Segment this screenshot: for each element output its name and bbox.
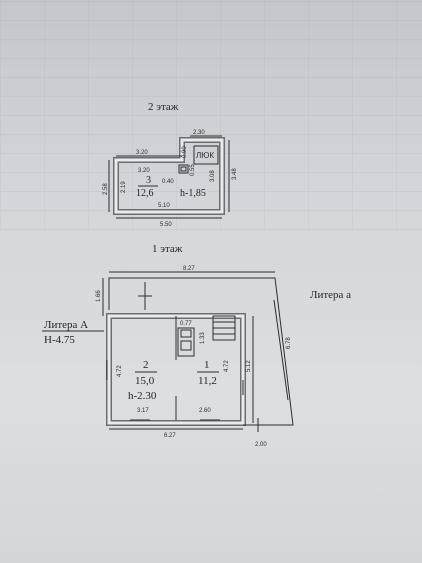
dim-notch: 0.90 (182, 146, 188, 158)
floor2-plan: ЛЮК (113, 137, 225, 215)
floor1-height: h-2.30 (128, 390, 157, 402)
litera-small-label: Литера а (310, 289, 351, 301)
dim-top-left: 3.20 (136, 150, 148, 156)
floor1-room-2: 2 15,0 h-2.30 (128, 359, 157, 402)
litera-a-label: Литера А (44, 319, 88, 331)
dim-bottom-left: 3.17 (137, 408, 149, 414)
dim-room2-h: 4.72 (117, 365, 123, 377)
dim-stairs-h: 1.33 (200, 332, 206, 344)
dim-left-inner: 2.19 (121, 181, 127, 193)
room1-area: 11,2 (198, 375, 217, 387)
dim-right-outer: 3.48 (232, 168, 238, 180)
dim-bottom-total: 6.27 (164, 433, 176, 439)
dim-inner-small-b: 0.40 (162, 179, 174, 185)
background-document (0, 0, 422, 230)
room2-area: 15,0 (135, 375, 155, 387)
floor1-dimensions: 8.27 1.66 0.77 1.33 4.72 4.72 5.12 6.78 … (96, 266, 292, 448)
room3-area: 12,6 (136, 188, 154, 199)
dim-top-right: 2.30 (193, 130, 205, 136)
dim-right-outer: 6.78 (286, 337, 292, 349)
dim-bottom: 5.50 (160, 222, 172, 228)
dim-bottom-right: 2.60 (199, 408, 211, 414)
hatch-box (193, 145, 219, 165)
dim-inner-top: 3.20 (138, 168, 150, 174)
stove-symbol (178, 164, 189, 174)
dim-left-outer: 2.58 (103, 183, 109, 195)
dim-right-inner: 3.08 (210, 170, 216, 182)
dim-inner-small-a: 0.55 (190, 164, 196, 176)
dim-room1-h: 4.72 (224, 360, 230, 372)
dim-small: 0.77 (180, 321, 192, 327)
dim-left-ext: 1.66 (96, 290, 102, 302)
stove (177, 327, 195, 357)
room2-number: 2 (143, 359, 149, 371)
dim-right-inner: 5.12 (246, 360, 252, 372)
hatch-label: ЛЮК (196, 151, 214, 160)
room1-number: 1 (204, 359, 210, 371)
floor2-height: h-1,85 (180, 188, 206, 199)
dim-ext-bottom: 2.00 (255, 442, 267, 448)
floor1-room-1: 1 11,2 (197, 359, 219, 387)
floor2-title: 2 этаж (148, 101, 179, 113)
litera-labels: Литера А H-4.75 Литера а (42, 289, 351, 346)
dim-inner-bottom: 5.10 (158, 203, 170, 209)
litera-a-height: H-4.75 (44, 334, 75, 346)
room3-number: 3 (146, 175, 151, 186)
floor2-room-3: 3 12,6 h-1,85 (136, 175, 206, 199)
floor1-title: 1 этаж (152, 243, 183, 255)
dim-top: 8.27 (183, 266, 195, 272)
floor2-dimensions: 2.30 3.20 3.20 0.90 0.55 0.40 2.58 2.19 … (103, 130, 238, 228)
floor1-plan (106, 277, 294, 432)
